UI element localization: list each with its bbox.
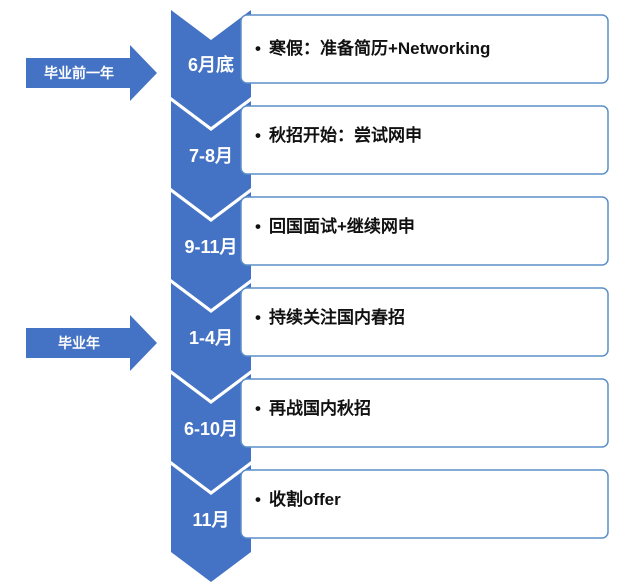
timeline-item-5: • 再战国内秋招 (255, 398, 371, 420)
box-3 (240, 196, 609, 266)
period-label-6: 11月 (192, 510, 230, 530)
bullet: • (255, 308, 261, 327)
period-label-1: 6月底 (187, 55, 234, 75)
box-group (240, 14, 609, 539)
bullet: • (255, 217, 261, 236)
side-label-pre-graduation: 毕业前一年 (44, 65, 114, 81)
period-label-4: 1-4月 (188, 328, 233, 348)
bullet: • (255, 126, 261, 145)
timeline-item-3: • 回国面试+继续网申 (255, 216, 415, 238)
bullet: • (255, 399, 261, 418)
chevron-1 (171, 10, 251, 127)
period-label-5: 6-10月 (183, 419, 239, 439)
chevron-5 (171, 374, 251, 491)
box-2 (240, 105, 609, 175)
box-1 (240, 14, 609, 84)
box-6 (240, 469, 609, 539)
bullet: • (255, 490, 261, 509)
side-arrow-1 (26, 45, 157, 101)
item-text: 收割offer (268, 490, 341, 509)
chevron-2 (171, 101, 251, 218)
timeline-item-4: • 持续关注国内春招 (255, 307, 405, 329)
chevron-6 (171, 465, 251, 582)
chevron-3 (171, 192, 251, 309)
item-text: 回国面试+继续网申 (268, 217, 415, 236)
chevron-4 (171, 283, 251, 400)
chevron-group (171, 10, 251, 582)
item-text: 持续关注国内春招 (268, 308, 405, 327)
side-arrow-2 (26, 315, 157, 371)
period-label-2: 7-8月 (188, 146, 233, 166)
timeline-item-2: • 秋招开始：尝试网申 (255, 125, 422, 147)
item-text: 再战国内秋招 (268, 399, 371, 418)
side-label-graduation: 毕业年 (58, 335, 100, 351)
box-5 (240, 378, 609, 448)
bullet: • (255, 39, 261, 58)
item-text: 秋招开始：尝试网申 (268, 126, 422, 145)
timeline-item-6: • 收割offer (255, 489, 341, 511)
box-4 (240, 287, 609, 357)
timeline-item-1: • 寒假：准备简历+Networking (255, 38, 490, 60)
item-text: 寒假：准备简历+Networking (268, 39, 491, 58)
period-label-3: 9-11月 (184, 237, 238, 257)
